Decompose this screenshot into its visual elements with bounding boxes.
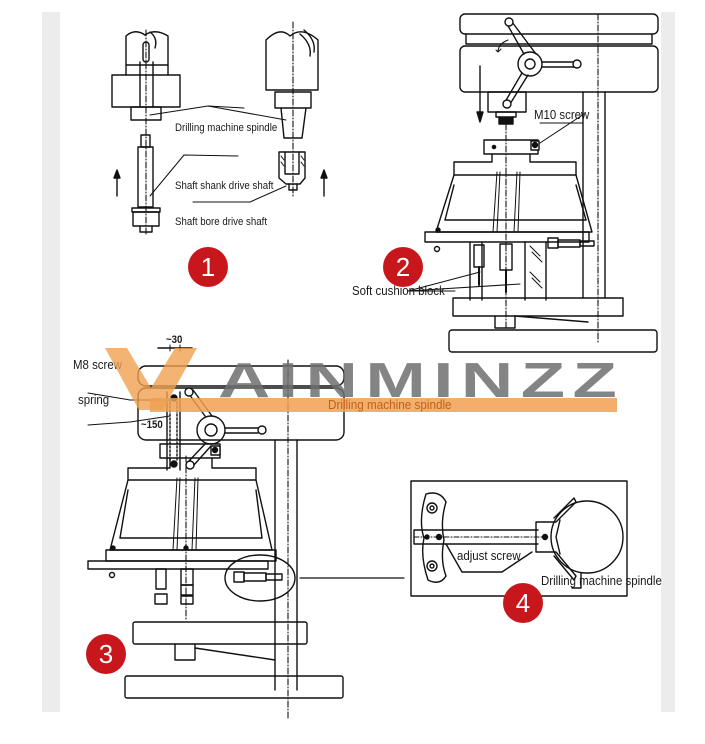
label-p3-dim-150: ~150 [141,419,163,431]
watermark-bar [150,398,617,412]
label-p1-shank-shaft: Shaft shank drive shaft [175,180,274,192]
label-p4-spindle: Drilling machine spindle [541,573,662,588]
step-badge-1: 1 [188,247,228,287]
label-p2-soft-cushion: Soft cushion block [352,283,445,298]
label-p1-spindle: Drilling machine spindle [175,122,278,134]
left-margin-strip [42,12,60,712]
label-p4-adjust-screw: adjust screw [457,548,521,563]
watermark-subtitle: Drilling machine spindle [328,397,452,412]
label-p1-bore-shaft: Shaft bore drive shaft [175,216,268,228]
step-badge-3: 3 [86,634,126,674]
label-p3-dim-30: ~30 [166,334,183,346]
label-p2-m10-screw: M10 screw [534,107,590,122]
step-badge-2: 2 [383,247,423,287]
panel-1-shank-drive [111,21,328,237]
label-p3-m8-screw: M8 screw [73,357,122,372]
watermark-logo-mark [105,348,197,410]
label-p3-spring: spring [78,392,110,407]
step-badge-4: 4 [503,583,543,623]
right-margin-strip [661,12,675,712]
panel-2-drill-press [407,13,659,353]
